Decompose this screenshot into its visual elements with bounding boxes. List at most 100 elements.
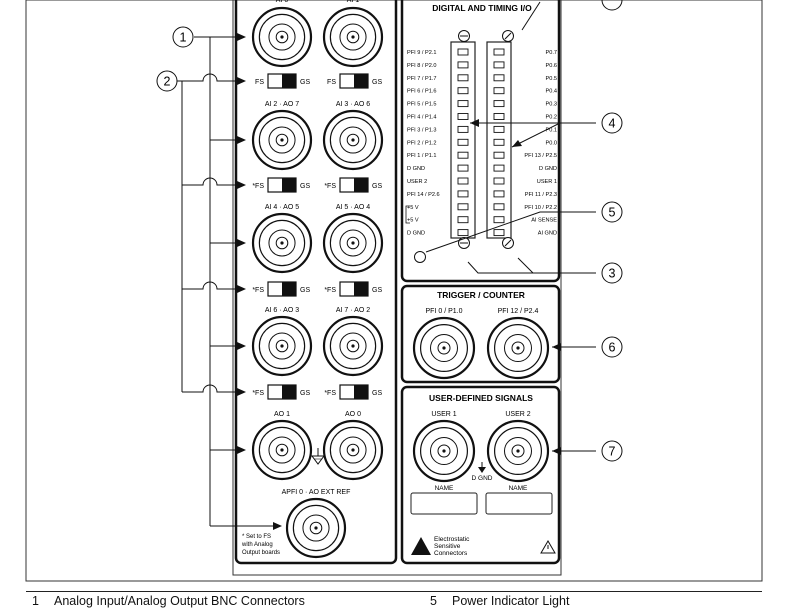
terminal-screw-right[interactable] — [493, 164, 505, 172]
fs-gs-switch-1-right[interactable] — [339, 73, 369, 89]
terminal-screw-right[interactable] — [493, 177, 505, 185]
callout-5: 5 — [601, 201, 623, 223]
terminal-screw-right[interactable] — [493, 100, 505, 108]
terminal-right-label: AI GND — [538, 231, 557, 237]
bnc-ai1-connector[interactable] — [322, 6, 384, 68]
bnc-ai6-label: AI 6 · AO 3 — [265, 307, 299, 314]
leader-1-bus — [194, 36, 211, 526]
bnc-ai5-label: AI 5 · AO 4 — [336, 204, 370, 211]
legend-num-1: 1 — [32, 594, 39, 608]
terminal-screw-left[interactable] — [457, 151, 469, 159]
terminal-screw-left[interactable] — [457, 216, 469, 224]
bnc-pfi12-connector[interactable] — [486, 316, 550, 380]
bnc-ao0-connector[interactable] — [322, 419, 384, 481]
terminal-screw-left[interactable] — [457, 203, 469, 211]
bnc-user1-connector[interactable] — [412, 419, 476, 483]
bnc-user2-label: USER 2 — [505, 411, 530, 418]
terminal-screw-right[interactable] — [493, 138, 505, 146]
bnc-pfi0-connector[interactable] — [412, 316, 476, 380]
fs-gs-switch-2-left[interactable] — [267, 177, 297, 193]
screw-top-left — [458, 30, 470, 42]
terminal-screw-right[interactable] — [493, 74, 505, 82]
bnc-user2-connector[interactable] — [486, 419, 550, 483]
terminal-screw-left[interactable] — [457, 138, 469, 146]
bnc-ai7-label: AI 7 · AO 2 — [336, 307, 370, 314]
terminal-screw-right[interactable] — [493, 87, 505, 95]
fs-gs-switch-3-left[interactable] — [267, 281, 297, 297]
switch-gs-label: GS — [300, 287, 310, 294]
terminal-screw-right[interactable] — [493, 203, 505, 211]
switch-fs-label: *FS — [252, 390, 264, 397]
leader-1-arrow — [237, 239, 246, 247]
terminal-right-label: D GND — [539, 166, 557, 172]
user-title: USER-DEFINED SIGNALS — [429, 393, 533, 403]
terminal-screw-left[interactable] — [457, 100, 469, 108]
switch-gs-label: GS — [372, 390, 382, 397]
terminal-screw-right[interactable] — [493, 151, 505, 159]
terminal-screw-left[interactable] — [457, 48, 469, 56]
svg-text:3: 3 — [609, 267, 616, 281]
terminal-screw-right[interactable] — [493, 48, 505, 56]
terminal-screw-right[interactable] — [493, 216, 505, 224]
fs-gs-switch-1-left[interactable] — [267, 73, 297, 89]
bnc-pfi0-label: PFI 0 / P1.0 — [426, 308, 463, 315]
fs-gs-switch-3-right[interactable] — [339, 281, 369, 297]
terminal-screw-left[interactable] — [457, 164, 469, 172]
name-box-left — [410, 492, 478, 515]
fs-gs-switch-4-right[interactable] — [339, 384, 369, 400]
legend-text-5: Power Indicator Light — [452, 594, 570, 608]
esd-line-3: Connectors — [434, 550, 468, 557]
bnc-ao1-connector[interactable] — [251, 419, 313, 481]
switch-fs-label: *FS — [252, 287, 264, 294]
terminal-screw-left[interactable] — [457, 125, 469, 133]
bnc-apfi0-connector[interactable] — [285, 497, 347, 559]
terminal-screw-right[interactable] — [493, 190, 505, 198]
leader-4-arrow — [470, 119, 479, 127]
switch-fs-label: *FS — [252, 183, 264, 190]
switch-fs-label: FS — [327, 79, 336, 86]
terminal-right-label: PFI 11 / P2.3 — [525, 192, 557, 198]
terminal-screw-left[interactable] — [457, 113, 469, 120]
bnc-ai5-connector[interactable] — [322, 212, 384, 274]
terminal-screw-right[interactable] — [493, 61, 505, 69]
leader-1-arrow — [237, 446, 246, 454]
terminal-screw-left[interactable] — [457, 87, 469, 95]
terminal-screw-left[interactable] — [457, 190, 469, 198]
bnc-ai3-connector[interactable] — [322, 109, 384, 171]
leader-1-arrow — [273, 522, 282, 530]
dgnd-label: D GND — [472, 475, 493, 482]
terminal-screw-left[interactable] — [457, 229, 469, 237]
callout-6: 6 — [601, 336, 623, 358]
terminal-left-label: USER 2 — [407, 179, 427, 185]
terminal-screw-right[interactable] — [493, 113, 505, 120]
callout-1: 1 — [172, 26, 194, 48]
bnc-ai2-connector[interactable] — [251, 109, 313, 171]
screw-top-right — [502, 30, 514, 42]
bnc-ai0-connector[interactable] — [251, 6, 313, 68]
callout-4: 4 — [601, 112, 623, 134]
bnc-ai4-connector[interactable] — [251, 212, 313, 274]
terminal-screw-left[interactable] — [457, 177, 469, 185]
terminal-screw-left[interactable] — [457, 74, 469, 82]
bnc-ai2-label: AI 2 · AO 7 — [265, 101, 299, 108]
terminal-right-label: USER 1 — [537, 179, 557, 185]
terminal-left-label: PFI 9 / P2.1 — [407, 50, 437, 56]
bnc-pfi12-label: PFI 12 / P2.4 — [498, 308, 539, 315]
device-body — [232, 0, 562, 576]
fs-gs-switch-4-left[interactable] — [267, 384, 297, 400]
terminal-screw-right[interactable] — [493, 229, 505, 237]
terminal-right-label: P0.2 — [545, 115, 557, 121]
note-line-3: Output boards — [242, 550, 280, 556]
terminal-left-label: D GND — [407, 166, 425, 172]
bnc-ai6-connector[interactable] — [251, 315, 313, 377]
outer-frame — [25, 0, 763, 582]
bnc-ai7-connector[interactable] — [322, 315, 384, 377]
terminal-screw-left[interactable] — [457, 61, 469, 69]
name-label-right: NAME — [509, 485, 528, 492]
switch-fs-label: *FS — [324, 390, 336, 397]
terminal-right-label: PFI 10 / P2.2 — [524, 205, 557, 211]
terminal-left-label: PFI 7 / P1.7 — [407, 76, 437, 82]
terminal-screw-right[interactable] — [493, 125, 505, 133]
fs-gs-switch-2-right[interactable] — [339, 177, 369, 193]
